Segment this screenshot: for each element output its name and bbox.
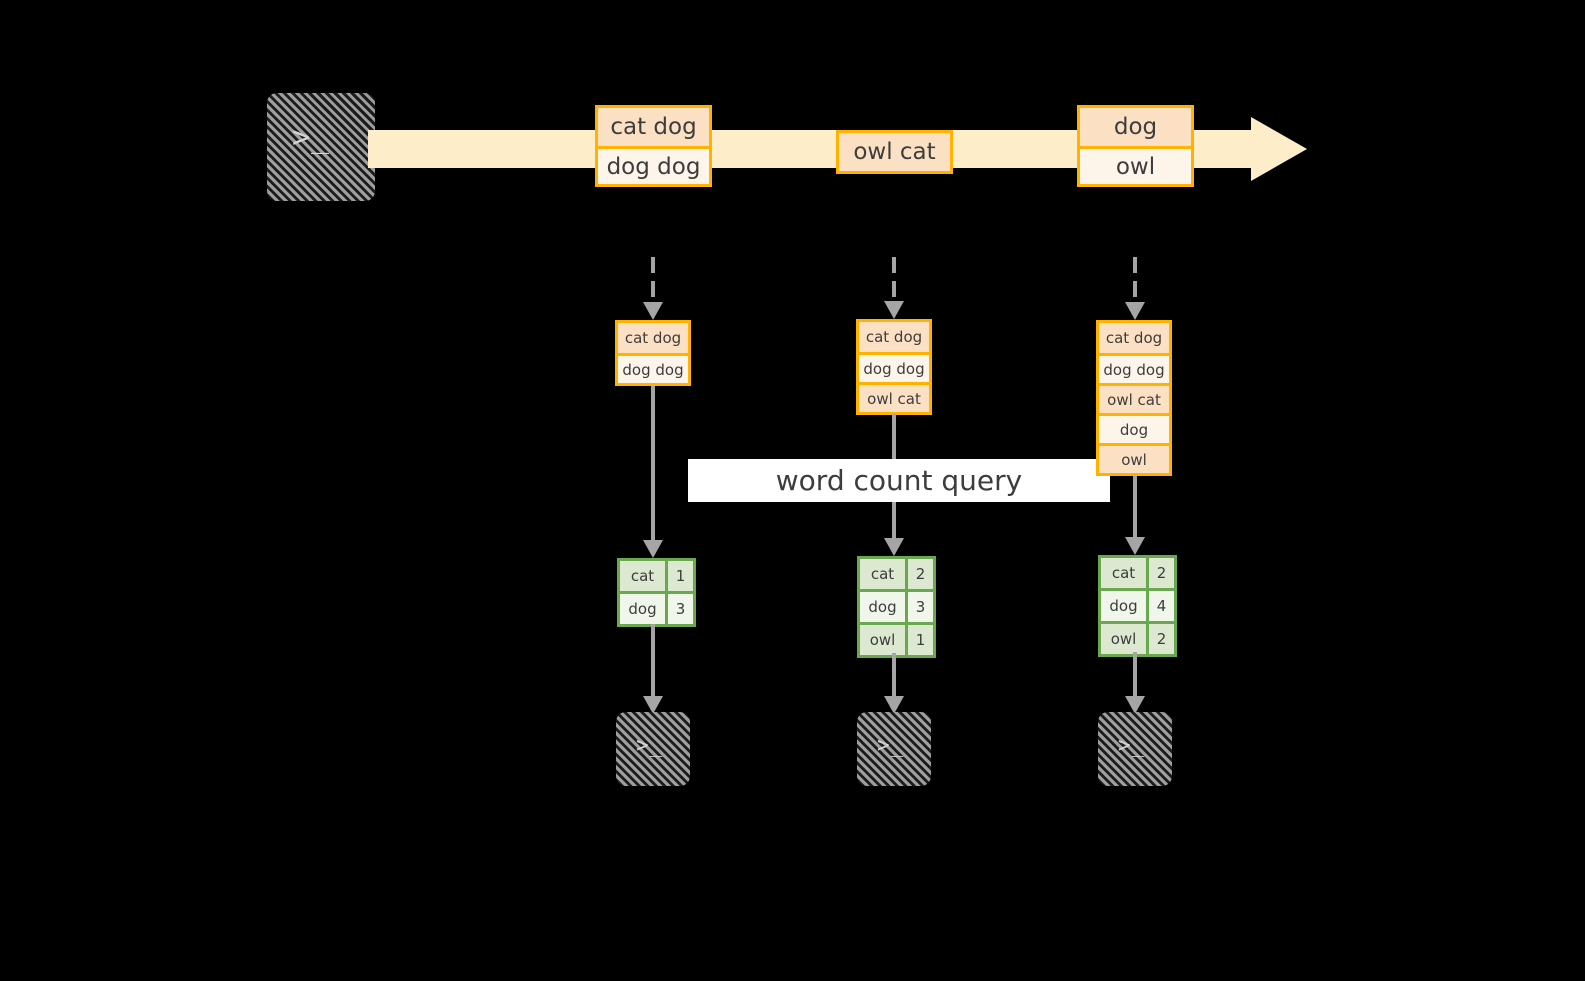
table-row: owl 1 xyxy=(860,622,933,655)
snapshot-line: dog dog xyxy=(859,352,929,382)
result-count: 2 xyxy=(1146,558,1174,588)
result-word: cat xyxy=(1101,558,1146,588)
stream-event-line: dog xyxy=(1080,108,1191,146)
result-word: dog xyxy=(1101,591,1146,621)
result-word: cat xyxy=(860,559,905,589)
result-count: 4 xyxy=(1146,591,1174,621)
stream-event-line: owl cat xyxy=(839,133,950,171)
snapshot-line: dog xyxy=(1099,413,1169,443)
snapshot-line: dog dog xyxy=(618,353,688,383)
terminal-prompt-glyph: >_ xyxy=(292,120,331,155)
sink-terminal-icon: >_ xyxy=(616,712,690,786)
table-row: dog 3 xyxy=(620,591,693,624)
sink-terminal-icon: >_ xyxy=(857,712,931,786)
stream-event-line: dog dog xyxy=(598,146,709,184)
result-word: dog xyxy=(860,592,905,622)
table-row: cat 1 xyxy=(620,561,693,591)
result-word: dog xyxy=(620,594,665,624)
terminal-prompt-glyph: >_ xyxy=(1118,733,1146,757)
snapshot-line: cat dog xyxy=(859,322,929,352)
event-stream-arrowhead-icon xyxy=(1251,117,1307,181)
table-row: owl 2 xyxy=(1101,621,1174,654)
snapshot-line: cat dog xyxy=(618,323,688,353)
snapshot-line: owl cat xyxy=(859,382,929,412)
stream-event-box: owl cat xyxy=(836,130,953,174)
stream-event-line: owl xyxy=(1080,146,1191,184)
query-banner-label: word count query xyxy=(775,464,1023,497)
stream-event-box: cat dog dog dog xyxy=(595,105,712,187)
terminal-prompt-glyph: >_ xyxy=(636,733,664,757)
snapshot-box-overlay: cat dog dog dog owl cat dog owl xyxy=(1096,320,1172,476)
snapshot-box: cat dog dog dog owl cat xyxy=(856,319,932,415)
result-table: cat 1 dog 3 xyxy=(617,558,696,627)
terminal-prompt-glyph: >_ xyxy=(877,733,905,757)
result-count: 1 xyxy=(665,561,693,591)
result-count: 1 xyxy=(905,625,933,655)
result-table: cat 2 dog 3 owl 1 xyxy=(857,556,936,658)
result-table: cat 2 dog 4 owl 2 xyxy=(1098,555,1177,657)
result-count: 2 xyxy=(905,559,933,589)
sink-terminal-icon: >_ xyxy=(1098,712,1172,786)
table-row: dog 4 xyxy=(1101,588,1174,621)
table-row: dog 3 xyxy=(860,589,933,622)
stream-event-box: dog owl xyxy=(1077,105,1194,187)
snapshot-line: owl xyxy=(1099,443,1169,473)
result-count: 3 xyxy=(665,594,693,624)
result-word: owl xyxy=(1101,624,1146,654)
table-row: cat 2 xyxy=(860,559,933,589)
query-banner: word count query xyxy=(688,459,1110,502)
result-count: 2 xyxy=(1146,624,1174,654)
snapshot-line: dog dog xyxy=(1099,353,1169,383)
snapshot-box: cat dog dog dog xyxy=(615,320,691,386)
snapshot-line: cat dog xyxy=(1099,323,1169,353)
snapshot-line: owl cat xyxy=(1099,383,1169,413)
table-row: cat 2 xyxy=(1101,558,1174,588)
source-terminal-icon: >_ xyxy=(267,93,375,201)
result-count: 3 xyxy=(905,592,933,622)
stream-event-line: cat dog xyxy=(598,108,709,146)
result-word: owl xyxy=(860,625,905,655)
result-word: cat xyxy=(620,561,665,591)
